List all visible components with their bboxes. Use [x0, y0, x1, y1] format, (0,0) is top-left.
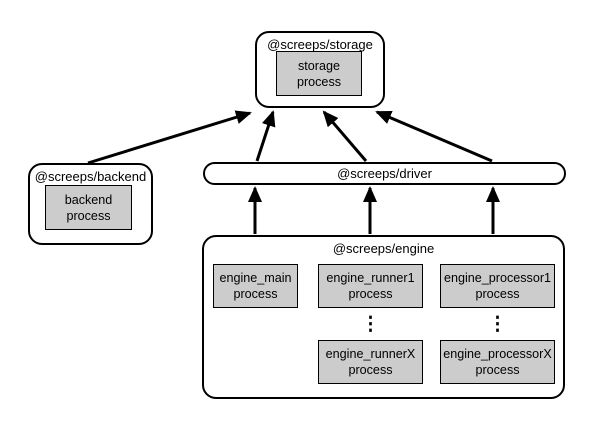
node-driver-title: @screeps/driver: [337, 166, 432, 181]
processor-ellipsis: ⋮: [488, 314, 507, 335]
node-backend-title: @screeps/backend: [34, 169, 147, 184]
storage-process-box: storage process: [276, 51, 362, 96]
engine-main-process-label: engine_main process: [219, 271, 292, 301]
node-storage: @screeps/storage storage process: [255, 31, 385, 108]
engine-processorX-process-label: engine_processorX process: [443, 347, 552, 377]
runner-ellipsis: ⋮: [361, 314, 380, 335]
node-engine-title: @screeps/engine: [332, 241, 435, 256]
backend-process-box: backend process: [45, 185, 132, 230]
engine-processorX-process-box: engine_processorX process: [440, 340, 555, 384]
node-driver: @screeps/driver: [203, 162, 566, 185]
arrow-driver-to-storage-left: [255, 110, 276, 162]
engine-runner1-process-label: engine_runner1 process: [326, 271, 415, 301]
engine-runnerX-process-label: engine_runnerX process: [325, 347, 416, 377]
node-engine: @screeps/engine engine_main process engi…: [202, 235, 565, 399]
engine-processor1-process-label: engine_processor1 process: [443, 271, 552, 301]
node-storage-title: @screeps/storage: [267, 37, 373, 52]
arrow-backend-to-storage: [87, 110, 252, 165]
engine-runnerX-process-box: engine_runnerX process: [318, 340, 423, 384]
storage-process-label: storage process: [296, 58, 342, 89]
engine-runner1-process-box: engine_runner1 process: [318, 264, 423, 308]
arrow-driver-to-storage-middle: [322, 110, 368, 162]
arrow-driver-to-storage-right: [375, 110, 493, 163]
engine-main-process-box: engine_main process: [213, 264, 298, 308]
node-backend: @screeps/backend backend process: [28, 163, 153, 245]
backend-process-label: backend process: [64, 192, 113, 223]
engine-processor1-process-box: engine_processor1 process: [440, 264, 555, 308]
